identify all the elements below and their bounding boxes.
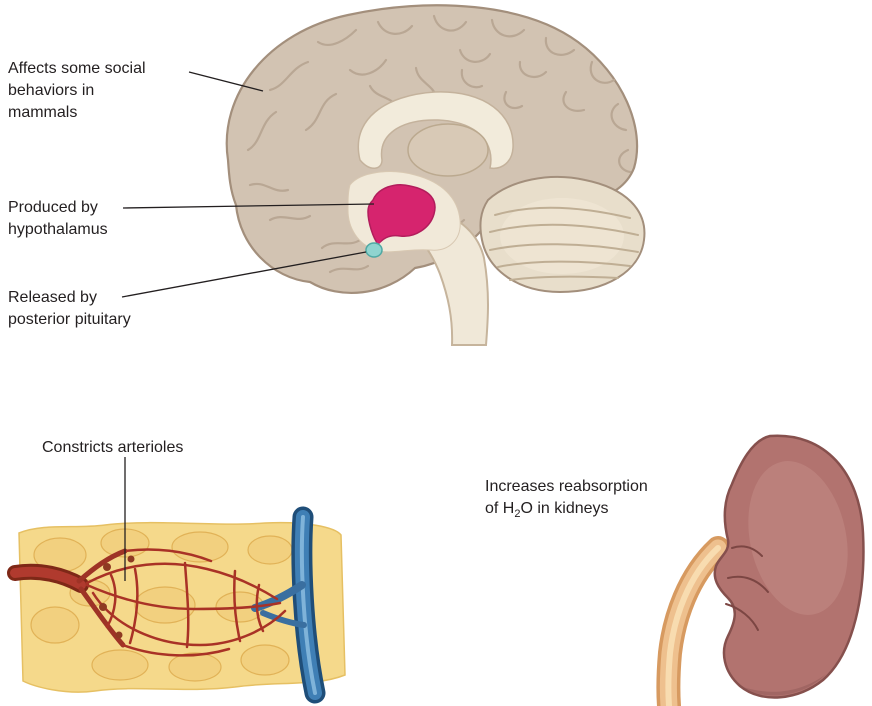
cerebellum <box>479 175 646 294</box>
label-constricts-arterioles: Constricts arterioles <box>42 439 184 456</box>
label-produced-hypothalamus: Produced by hypothalamus <box>8 199 108 239</box>
capillary-bed-illustration <box>7 506 346 704</box>
hypothalamus-region <box>367 184 436 246</box>
corpus-callosum <box>357 91 514 170</box>
leader-line-hypothalamus <box>122 203 375 209</box>
kidney-illustration <box>656 434 865 706</box>
cerebellum-striations <box>489 206 639 281</box>
ureter <box>656 536 730 706</box>
capillary-network <box>85 548 287 657</box>
precapillary-sphincters <box>99 555 135 639</box>
label-kidney-reabsorption: Increases reabsorption of H2O in kidneys <box>485 478 648 521</box>
kidney-highlight <box>748 461 848 615</box>
leader-line-pituitary <box>121 251 367 298</box>
arteriole-vessel <box>7 548 128 648</box>
pituitary-gland <box>365 242 383 258</box>
kidney-shadow <box>740 674 826 696</box>
leader-lines <box>121 71 375 581</box>
brain-illustration <box>225 4 646 346</box>
hilum-creases <box>725 545 769 631</box>
thalamus <box>407 123 489 177</box>
leader-line-social <box>188 71 264 92</box>
label-released-pituitary: Released by posterior pituitary <box>8 289 131 329</box>
label-social-behaviors: Affects some social behaviors in mammals <box>8 60 146 122</box>
venule-vessel <box>251 506 326 704</box>
